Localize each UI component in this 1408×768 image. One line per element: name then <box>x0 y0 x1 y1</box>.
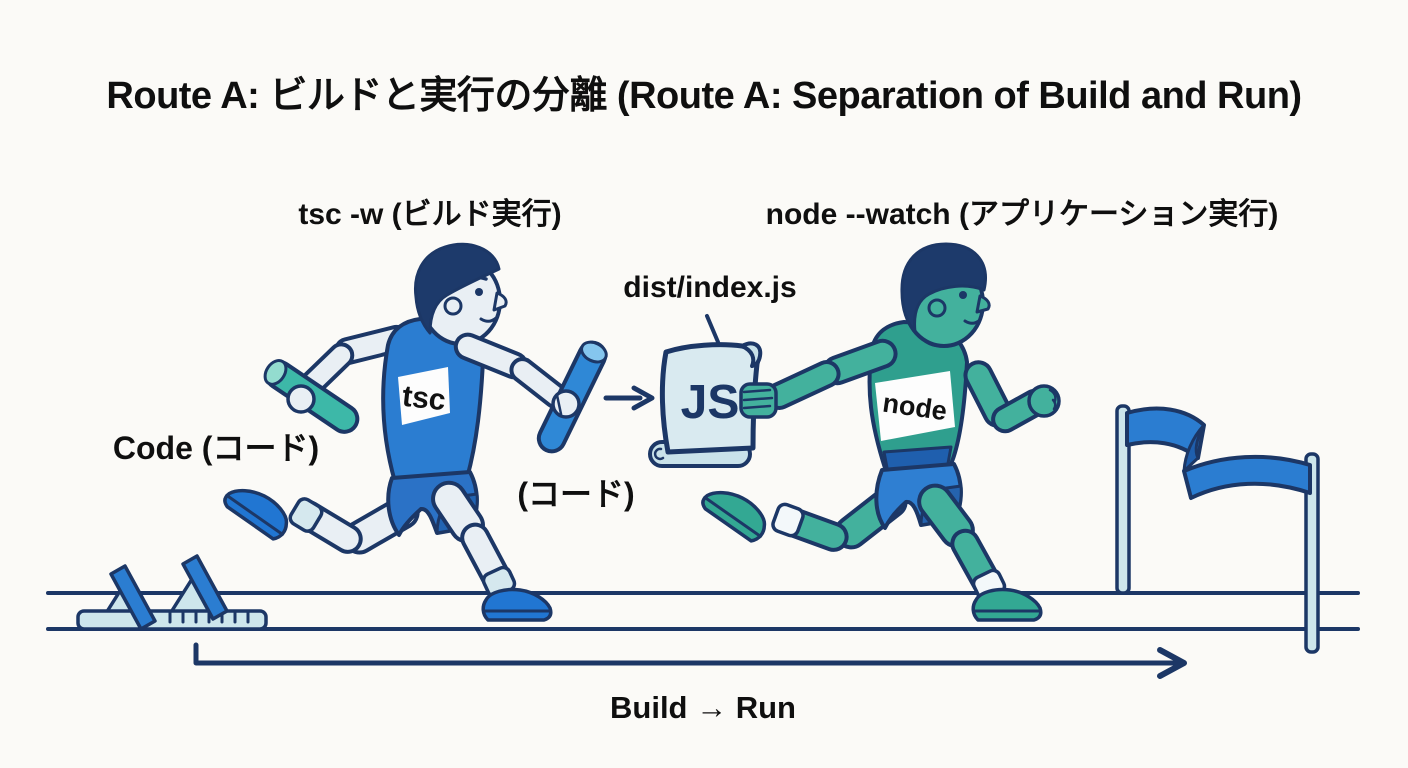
page-title: Route A: ビルドと実行の分離 (Route A: Separation … <box>106 75 1302 117</box>
artifact-file-label: dist/index.js <box>623 271 797 304</box>
build-run-label: Build → Run <box>610 690 796 725</box>
js-scroll: JS <box>648 341 763 468</box>
js-scroll-text: JS <box>681 376 740 429</box>
finish-post-right <box>1304 452 1320 654</box>
node-command-label: node --watch (アプリケーション実行) <box>765 198 1279 231</box>
tsc-runner-illustration: tsc <box>223 242 608 622</box>
tsc-front-shoe <box>481 587 553 622</box>
finish-post-left <box>1115 404 1131 595</box>
tsc-runner-head <box>413 242 508 346</box>
tsc-back-hand <box>286 384 316 414</box>
node-grab-hand <box>739 382 778 419</box>
code-input-label: Code (コード) <box>112 430 320 466</box>
track-lines <box>46 591 1360 631</box>
tsc-bib-text: tsc <box>401 380 448 417</box>
node-runner-head <box>900 242 991 348</box>
dist-pointer-line <box>705 314 720 344</box>
finish-ribbon <box>1125 406 1206 460</box>
node-runner-hair <box>900 242 987 334</box>
tsc-runner-hair <box>413 242 501 335</box>
node-front-shoe <box>971 587 1043 622</box>
node-runner-illustration: node <box>701 242 1061 622</box>
tsc-command-label: tsc -w (ビルド実行) <box>298 198 562 231</box>
node-front-fist <box>1027 384 1061 418</box>
build-run-arrow <box>193 642 1187 679</box>
tsc-back-shoe <box>223 488 289 541</box>
handoff-arrow <box>603 385 655 411</box>
tsc-bib <box>398 367 450 425</box>
node-bib <box>875 371 955 441</box>
finish-banner <box>1115 404 1320 654</box>
node-back-shoe <box>701 490 767 543</box>
starting-blocks <box>76 554 268 631</box>
baton-code-label: (コード) <box>517 476 635 512</box>
